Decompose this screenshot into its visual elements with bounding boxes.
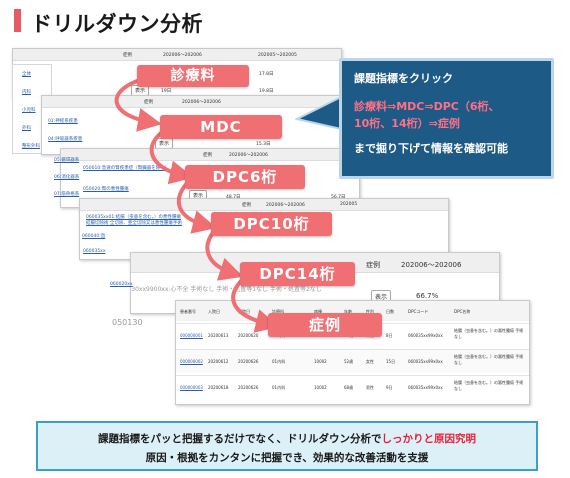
patient-id-link[interactable]: 000000001	[180, 333, 203, 338]
label-shinryo: 診療料	[137, 65, 249, 87]
col-case: 症例	[242, 203, 251, 208]
table-cell: 15日	[386, 359, 396, 364]
table-header-cell: 日数	[386, 309, 394, 314]
dpc6-link[interactable]: 050020:腎の悪性腫瘍	[83, 187, 129, 192]
panel-header	[13, 49, 341, 61]
col-case: 症例	[366, 261, 380, 269]
table-cell: 20200626	[238, 385, 259, 390]
summary-prefix: 課題指標をパッと把握するだけでなく、ドリルダウン分析で	[98, 433, 382, 445]
row-text: 050130xx9900xx:心不全 手術なし 手術・処置等1なし 手術・処置等…	[130, 286, 322, 293]
summary-highlight: しっかりと原因究明	[381, 433, 477, 445]
side-link[interactable]: 外科	[22, 126, 31, 131]
table-cell: 結腸（虫垂を含む。）の悪性腫瘍 手術なし	[454, 380, 524, 391]
table-cell: 68歳	[344, 385, 354, 390]
col-period: 202006～202006	[182, 100, 221, 105]
value-2: 56.7日	[331, 194, 346, 200]
table-header-cell: DPCコード	[408, 309, 429, 314]
page-title: ドリルダウン分析	[31, 12, 203, 36]
table-header-cell: DPC名称	[454, 309, 471, 314]
table-cell: 060035xx99x0xx	[408, 333, 443, 338]
callout-path-2: 10桁、14桁）⇒症例	[354, 117, 460, 130]
side-link[interactable]: 整形外科	[22, 144, 40, 149]
mdc-link[interactable]: 01:神経系疾患	[48, 119, 78, 124]
table-cell: 060035xx99x0xx	[408, 359, 443, 364]
table-header-cell: 入院日	[208, 309, 220, 314]
table-cell: 8日	[386, 333, 393, 338]
side-link[interactable]: 05:循環器系	[54, 158, 80, 163]
callout-path-1: 診療料⇒MDC⇒DPC（6桁、	[354, 100, 500, 113]
table-cell: 01内科	[272, 359, 286, 364]
side-link[interactable]: 小児科	[22, 108, 36, 113]
summary-line-1: 課題指標をパッと把握するだけでなく、ドリルダウン分析でしっかりと原因究明	[38, 431, 536, 446]
table-row: 000000003 20200618 20200626 01内科 10002 68歳 男性 9…	[176, 375, 529, 399]
col-period-1: 202006～202006	[266, 203, 305, 208]
table-cell: 結腸（虫垂を含む。）の悪性腫瘍 手術なし	[454, 328, 524, 339]
summary-line-2: 原因・根拠をカンタンに把握でき、効果的な改善活動を支援	[145, 452, 429, 464]
side-link[interactable]: 全体	[22, 72, 31, 77]
callout-box: 課題指標をクリック 診療料⇒MDC⇒DPC（6桁、 10桁、14桁）⇒症例 まで…	[339, 58, 554, 179]
callout-pointer	[295, 95, 342, 131]
col-period-2: 202005～202005	[258, 53, 297, 58]
side-link[interactable]: 060035xx	[83, 249, 106, 254]
table-cell: 060035xx99x0xx	[408, 385, 443, 390]
col-case: 症例	[123, 53, 132, 58]
table-header-cell: 退院日	[238, 309, 250, 314]
label-mdc: MDC	[160, 115, 282, 139]
table-header-cell: 年齢	[344, 309, 352, 314]
table-cell: 男性	[366, 385, 374, 390]
percent-value: 66.7%	[416, 292, 439, 300]
callout-footer: まで掘り下げて情報を確認可能	[354, 142, 508, 155]
title-accent-bar	[14, 9, 21, 32]
table-cell: 20200620	[238, 333, 259, 338]
patient-id-link[interactable]: 000000003	[180, 385, 203, 390]
table-cell: 20200626	[238, 359, 259, 364]
label-dpc10: DPC10桁	[211, 212, 332, 236]
side-link[interactable]: 06:消化器系	[54, 175, 80, 180]
value: 15.3日	[256, 142, 271, 147]
side-link[interactable]: 内科	[22, 90, 31, 95]
table-cell: 20200618	[208, 385, 229, 390]
col-period: 202006～202006	[401, 261, 462, 269]
col-case: 症例	[144, 100, 153, 105]
patient-id-link[interactable]: 000000002	[180, 359, 203, 364]
value: 48.7日	[226, 194, 241, 200]
table-cell: 20200612	[208, 359, 229, 364]
value-1: 17.8日	[259, 72, 274, 77]
side-link[interactable]: 07:筋骨格系	[54, 192, 80, 197]
label-dpc6: DPC6桁	[185, 165, 305, 189]
table-cell: 52歳	[344, 359, 354, 364]
mdc-link[interactable]: 04:呼吸器系疾患	[48, 137, 83, 142]
label-dpc14: DPC14桁	[240, 262, 355, 286]
col-case: 症例	[203, 153, 212, 158]
panel-shinryo: 症例 202006～202006 202005～202005 17.8日 19.…	[12, 48, 342, 100]
panel-header	[80, 199, 448, 211]
table-header-cell: 患者番号	[180, 309, 196, 314]
summary-box: 課題指標をパッと把握するだけでなく、ドリルダウン分析でしっかりと原因究明 原因・…	[36, 421, 538, 471]
col-period: 202006～202006	[229, 153, 268, 158]
table-cell: 10002	[314, 359, 327, 364]
table-cell: 01内科	[272, 385, 286, 390]
table-cell: 結腸（虫垂を含む。）の悪性腫瘍 手術なし	[454, 354, 524, 365]
panel-dpc6-side: 05:循環器系 06:消化器系 07:筋骨格系	[54, 152, 80, 202]
col-period-2: 202005	[340, 202, 358, 207]
label-shorei: 症例	[268, 313, 382, 337]
side-code: 050130	[112, 318, 143, 327]
side-link[interactable]: 060040:直	[82, 234, 106, 239]
table-header-cell: 性別	[366, 309, 374, 314]
panel-header	[61, 149, 359, 161]
dpc10-link[interactable]: 060035xx01:結腸（虫垂を含む。）の悪性腫瘍 結腸切除術 全切除、亜全切…	[86, 215, 182, 226]
side-link[interactable]: 060020xx	[110, 282, 133, 287]
table-cell: 10002	[314, 385, 327, 390]
table-cell: 9日	[386, 385, 393, 390]
callout-heading: 課題指標をクリック	[354, 72, 453, 85]
table-cell: 女性	[366, 359, 374, 364]
value-2: 19.8日	[259, 89, 274, 94]
table-row: 000000002 20200612 20200626 01内科 10002 52歳 女性 1…	[176, 349, 529, 373]
col-period-1: 202006～202006	[163, 53, 202, 58]
sub-value: 19日	[161, 89, 172, 94]
table-header-cell: 病棟	[314, 309, 322, 314]
dpc6-link[interactable]: 050010:急速の腎疾患症（腎臓器を除く）	[83, 166, 170, 171]
table-cell: 20200613	[208, 333, 229, 338]
